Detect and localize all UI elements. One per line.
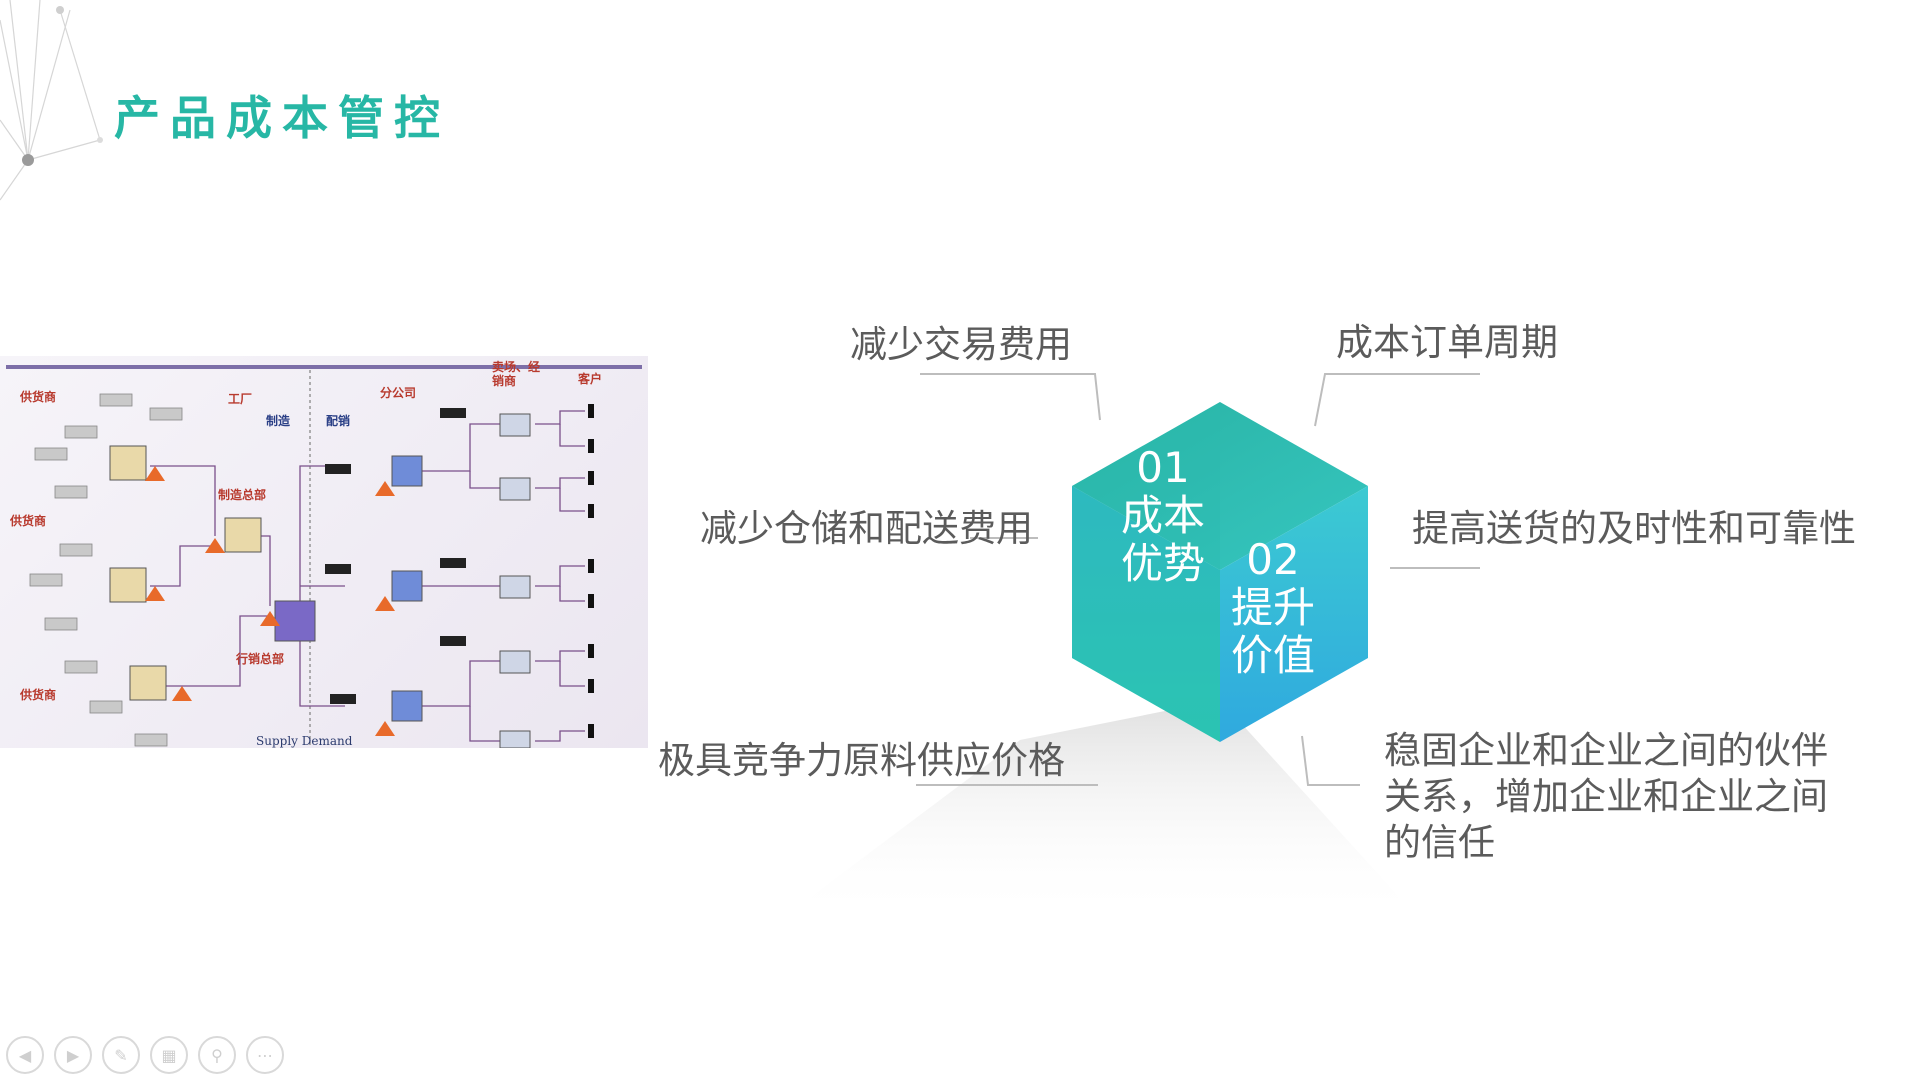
- slides-icon[interactable]: ▦: [150, 1036, 188, 1074]
- zoom-icon[interactable]: ⚲: [198, 1036, 236, 1074]
- slideshow-toolbar: ◀ ▶ ✎ ▦ ⚲ ⋯: [6, 1036, 284, 1074]
- point-partnership: 稳固企业和企业之间的伙伴关系，增加企业和企业之间的信任: [1384, 729, 1828, 864]
- label-factory: 工厂: [228, 392, 253, 406]
- point-order-cycle: 成本订单周期: [1336, 321, 1558, 364]
- next-icon[interactable]: ▶: [54, 1036, 92, 1074]
- label-customer: 客户: [578, 372, 603, 386]
- value-hexagon-graphic: [780, 373, 1480, 920]
- slide-title: 产品成本管控: [114, 91, 450, 145]
- label-retailer: 卖场、经销商: [492, 360, 541, 388]
- hex-right-line2: 价值: [1230, 631, 1315, 680]
- point-reduce-storage: 减少仓储和配送费用: [700, 507, 1033, 550]
- hex-right-number: 02: [1246, 535, 1300, 584]
- label-manufacture: 制造: [266, 414, 291, 428]
- hex-right-face: 02 提升 价值: [1218, 536, 1328, 680]
- label-supplier-2: 供货商: [10, 514, 47, 528]
- label-supply-demand: Supply Demand: [256, 734, 353, 748]
- label-branch: 分公司: [380, 386, 417, 400]
- label-supplier-1: 供货商: [20, 390, 57, 404]
- pen-icon[interactable]: ✎: [102, 1036, 140, 1074]
- label-manufacture-hq: 制造总部: [218, 488, 267, 502]
- prev-icon[interactable]: ◀: [6, 1036, 44, 1074]
- hex-right-line1: 提升: [1230, 583, 1315, 632]
- more-icon[interactable]: ⋯: [246, 1036, 284, 1074]
- hex-left-face: 01 成本 优势: [1108, 444, 1218, 588]
- point-delivery: 提高送货的及时性和可靠性: [1412, 507, 1856, 550]
- point-reduce-transaction: 减少交易费用: [850, 323, 1072, 366]
- hex-left-line2: 优势: [1120, 539, 1205, 588]
- label-distribution: 配销: [326, 414, 351, 428]
- supply-chain-lines: [29, 370, 594, 748]
- hex-left-line1: 成本: [1120, 491, 1205, 540]
- label-sales-hq: 行销总部: [236, 652, 285, 666]
- hex-left-number: 01: [1136, 443, 1190, 492]
- point-competitive-price: 极具竞争力原料供应价格: [658, 739, 1065, 782]
- label-supplier-3: 供货商: [20, 688, 57, 702]
- corner-network-decoration: [0, 0, 103, 201]
- diagram-top-bar: [6, 365, 642, 369]
- supply-chain-diagram: 供货商 供货商 供货商 工厂 制造 配销 制造总部 行销总部 分公司 卖场、经销…: [0, 356, 648, 748]
